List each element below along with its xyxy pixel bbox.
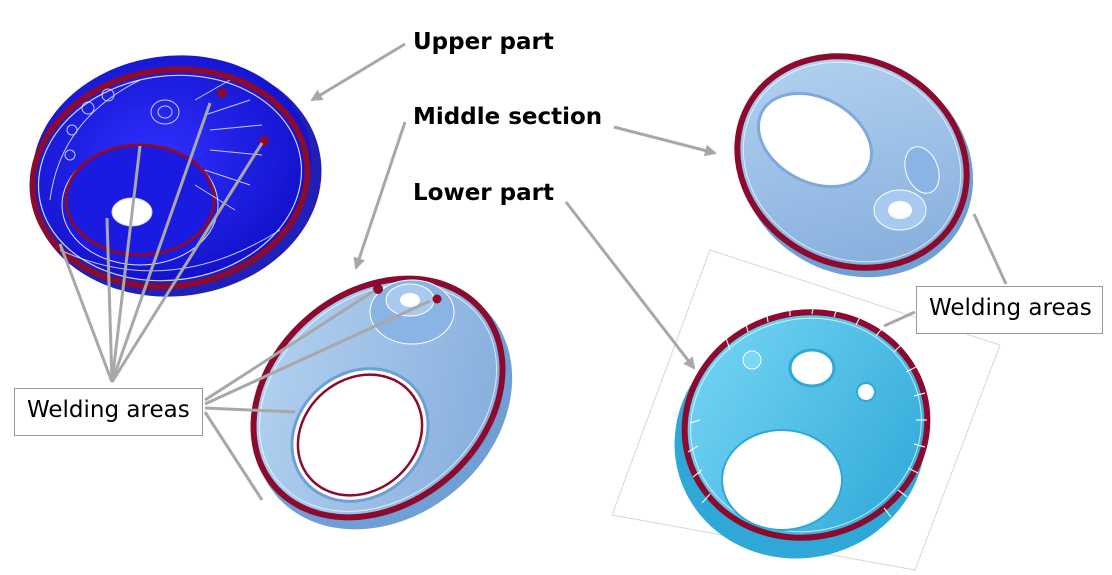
label-lower-part: Lower part <box>413 180 554 206</box>
callout-welding-areas-left: Welding areas <box>14 388 203 436</box>
middle-weld-dot-2 <box>432 294 442 304</box>
upper-inner-weld-line <box>64 143 216 257</box>
middle-section-model <box>250 275 513 530</box>
lower-part-model <box>611 249 1001 571</box>
arrow-middle-section-right <box>613 125 717 157</box>
callout-welding-areas-right: Welding areas <box>916 286 1103 334</box>
upper-part-model <box>29 55 322 297</box>
arrow-lower-part <box>564 201 696 370</box>
middle-section-top-model <box>734 53 974 278</box>
middle-inner-weld-line <box>296 373 424 497</box>
middle-top-weld-line <box>734 53 970 271</box>
leader-lines <box>58 42 1008 501</box>
label-middle-section: Middle section <box>413 104 603 130</box>
arrow-middle-section-left <box>353 121 407 270</box>
label-upper-part: Upper part <box>413 29 554 55</box>
arrow-upper-part <box>310 42 406 102</box>
upper-weld-dot-1 <box>217 88 227 98</box>
upper-weld-line <box>29 66 311 290</box>
middle-weld-line <box>250 275 506 521</box>
middle-weld-dot-1 <box>373 284 383 294</box>
